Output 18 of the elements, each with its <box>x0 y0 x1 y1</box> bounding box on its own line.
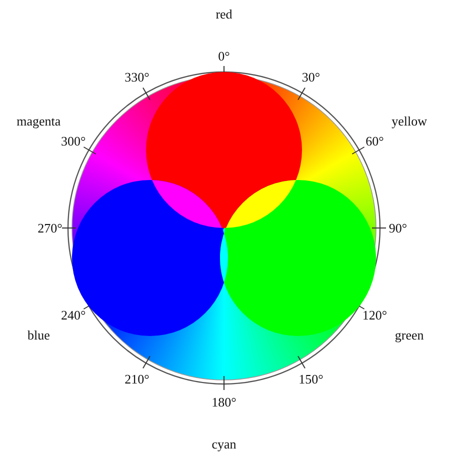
angle-label: 120° <box>362 308 388 322</box>
color-name-label: blue <box>27 328 50 342</box>
angle-label: 270° <box>38 222 62 234</box>
angle-label: 0° <box>218 50 230 62</box>
angle-label: 30° <box>302 70 320 84</box>
angle-label: 60° <box>366 134 384 148</box>
color-name-label: green <box>394 328 424 342</box>
angle-label: 90° <box>388 222 408 234</box>
angle-label: 300° <box>60 134 86 148</box>
angle-label: 330° <box>124 70 150 84</box>
color-name-label: yellow <box>392 114 428 128</box>
angle-label: 240° <box>60 308 86 322</box>
angle-label: 150° <box>298 372 324 386</box>
color-name-label: red <box>216 8 232 20</box>
color-name-label: cyan <box>212 438 236 450</box>
angle-label: 180° <box>212 396 236 408</box>
angle-label: 210° <box>124 372 150 386</box>
color-name-label: magenta <box>16 114 61 128</box>
